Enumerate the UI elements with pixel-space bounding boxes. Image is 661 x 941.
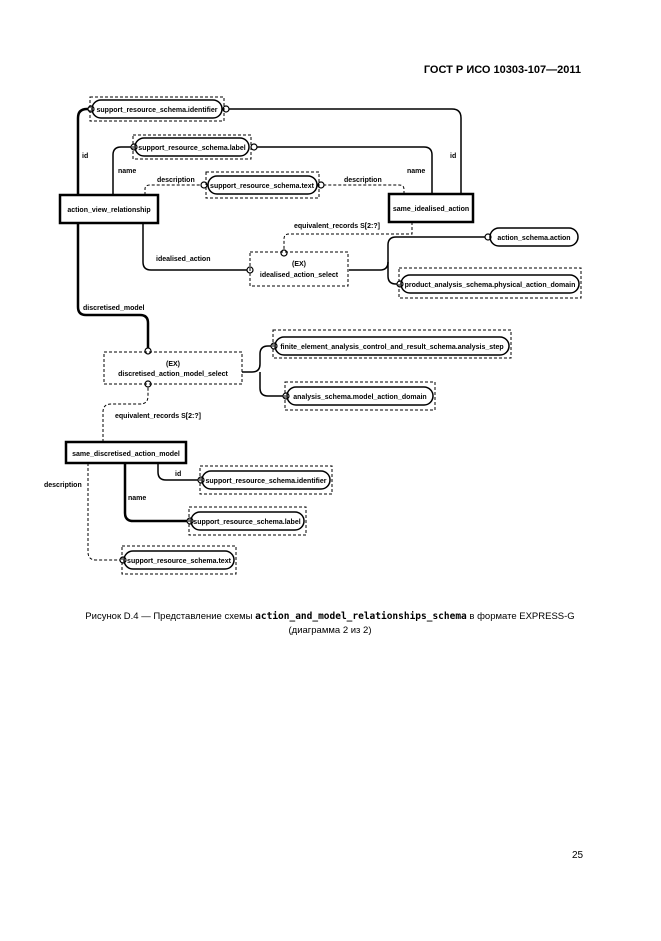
node-idealised-action-select: idealised_action_select: [260, 272, 339, 279]
edge-label-name-right: name: [407, 168, 425, 175]
node-support-resource-identifier: support_resource_schema.identifier: [97, 107, 218, 114]
edge-label-discretised-model: discretised_model: [83, 305, 145, 312]
node-action-view-relationship: action_view_relationship: [67, 207, 150, 214]
node-discretised-action-model-select: discretised_action_model_select: [118, 371, 228, 378]
edge-label-id-right: id: [450, 153, 456, 160]
figure-caption: Рисунок D.4 — Представление схемы action…: [60, 610, 600, 638]
edge-label-id-bottom: id: [175, 471, 181, 478]
node-discretised-select-ex: (EX): [166, 361, 180, 368]
standard-header: ГОСТ Р ИСО 10303-107—2011: [423, 64, 581, 76]
node-same-idealised-action: same_idealised_action: [393, 206, 469, 213]
caption-prefix: Рисунок D.4 — Представление схемы: [85, 611, 256, 622]
edge-label-idealised-action: idealised_action: [156, 256, 210, 263]
edge-label-description-right: description: [344, 177, 382, 184]
edge-label-name-bottom: name: [128, 495, 146, 502]
node-action-schema-action: action_schema.action: [497, 235, 570, 242]
node-idealised-action-select-ex: (EX): [292, 261, 306, 268]
node-support-resource-label: support_resource_schema.label: [138, 145, 245, 152]
edge-label-name-left: name: [118, 168, 136, 175]
edge-label-equivalent-records-2: equivalent_records S[2:?]: [115, 413, 201, 420]
edge-label-id-left: id: [82, 153, 88, 160]
node-analysis-step: finite_element_analysis_control_and_resu…: [280, 344, 503, 351]
caption-schema-name: action_and_model_relationships_schema: [255, 611, 467, 622]
edge-label-description-bottom: description: [44, 482, 82, 489]
caption-line2: (диаграмма 2 из 2): [288, 625, 372, 636]
node-same-discretised-action-model: same_discretised_action_model: [72, 451, 180, 458]
edge-label-equivalent-records-1: equivalent_records S[2:?]: [294, 223, 380, 230]
node-support-resource-identifier-2: support_resource_schema.identifier: [206, 478, 327, 485]
node-support-resource-text: support_resource_schema.text: [210, 183, 315, 190]
caption-suffix: в формате EXPRESS-G: [466, 611, 575, 622]
node-support-resource-label-2: support_resource_schema.label: [193, 519, 300, 526]
node-model-action-domain: analysis_schema.model_action_domain: [293, 394, 426, 401]
node-physical-action-domain: product_analysis_schema.physical_action_…: [405, 282, 576, 289]
node-support-resource-text-2: support_resource_schema.text: [127, 558, 232, 565]
page-number: 25: [572, 850, 584, 861]
edge-label-description-left: description: [157, 177, 195, 184]
